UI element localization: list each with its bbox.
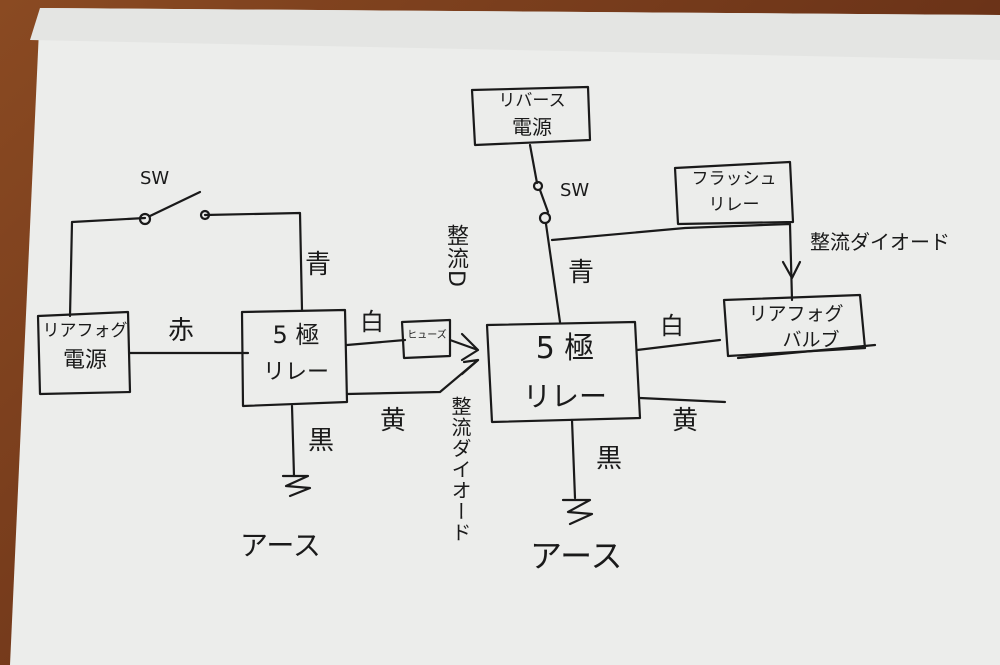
left-relay-box bbox=[240, 308, 349, 408]
blue-wire-right bbox=[544, 222, 562, 324]
right-earth-symbol bbox=[561, 498, 594, 526]
left-white-wire bbox=[345, 338, 407, 347]
right-white-wire-label: 白 bbox=[660, 312, 684, 340]
rear-fog-valve-box bbox=[722, 293, 867, 358]
left-yellow-wire-label: 黄 bbox=[380, 406, 407, 436]
right-earth-label: アース bbox=[530, 537, 623, 575]
yellow-wire bbox=[345, 358, 480, 396]
flasher-relay-box bbox=[673, 160, 795, 226]
right-blue-wire-label: 青 bbox=[568, 258, 595, 288]
left-switch-lever bbox=[148, 190, 202, 218]
right-switch-label: SW bbox=[560, 180, 590, 201]
rectifier-d-label: 整流D bbox=[443, 224, 468, 288]
left-switch-label: SW bbox=[140, 168, 170, 189]
right-yellow-wire bbox=[638, 396, 727, 404]
right-relay-box bbox=[485, 320, 642, 424]
rear-fog-power-label: リアフォグ 電源 bbox=[42, 321, 128, 373]
reverse-power-line1: リバース bbox=[498, 91, 566, 111]
right-white-wire bbox=[635, 338, 722, 352]
left-blue-wire-label: 青 bbox=[305, 250, 332, 280]
rear-fog-valve-line1: リアフォグ bbox=[748, 303, 844, 325]
left-white-wire-label: 白 bbox=[360, 308, 384, 336]
left-relay-label: 5 極 リレー bbox=[248, 321, 344, 385]
right-relay-label: 5 極 リレー bbox=[495, 331, 635, 413]
right-black-wire bbox=[570, 418, 577, 500]
left-relay-line1: 5 極 bbox=[272, 321, 320, 349]
switch-loop-wire bbox=[68, 211, 304, 318]
rear-fog-valve-label: リアフォグ バルブ bbox=[730, 303, 862, 352]
left-switch-contact-a bbox=[138, 212, 152, 226]
reverse-power-line2: 電源 bbox=[512, 114, 552, 139]
right-black-wire-label: 黒 bbox=[596, 444, 623, 474]
left-switch-contact-b bbox=[199, 209, 211, 221]
right-switch-contact-b bbox=[538, 211, 552, 225]
rectifier-diode-right-label: 整流ダイオード bbox=[810, 230, 950, 254]
rear-fog-power-line2: 電源 bbox=[62, 347, 107, 373]
valve-base-line bbox=[736, 343, 877, 360]
lower-diode-arrow bbox=[460, 358, 480, 376]
right-relay-line1: 5 極 bbox=[535, 331, 595, 366]
fuse-label: ヒューズ bbox=[407, 330, 447, 341]
right-relay-line2: リレー bbox=[522, 379, 607, 413]
upper-diode-arrow bbox=[448, 332, 480, 362]
flasher-relay-label: フラッシュ リレー bbox=[678, 169, 790, 215]
left-relay-line2: リレー bbox=[262, 359, 329, 385]
flasher-relay-line1: フラッシュ bbox=[691, 169, 777, 189]
flasher-relay-line2: リレー bbox=[708, 194, 760, 215]
rear-fog-power-box bbox=[36, 310, 132, 396]
fuse-box bbox=[400, 318, 452, 360]
rear-fog-valve-line2: バルブ bbox=[782, 328, 840, 351]
rectifier-arrow-right bbox=[781, 260, 802, 280]
junction-wire bbox=[550, 222, 794, 302]
rectifier-diode-vertical-label: 整流ダイオード bbox=[448, 396, 472, 543]
left-earth-symbol bbox=[281, 474, 312, 498]
right-yellow-wire-label: 黄 bbox=[672, 406, 699, 436]
reverse-power-label: リバース 電源 bbox=[476, 91, 588, 139]
red-wire-label: 赤 bbox=[168, 316, 195, 346]
left-earth-label: アース bbox=[240, 529, 321, 562]
right-switch-contact-a bbox=[532, 180, 544, 192]
rear-fog-power-line1: リアフォグ bbox=[42, 321, 128, 341]
left-black-wire bbox=[290, 404, 296, 478]
reverse-power-box bbox=[470, 85, 592, 147]
left-black-wire-label: 黒 bbox=[308, 426, 335, 456]
right-switch-lever bbox=[538, 188, 550, 214]
reverse-switch-wire bbox=[528, 143, 539, 185]
